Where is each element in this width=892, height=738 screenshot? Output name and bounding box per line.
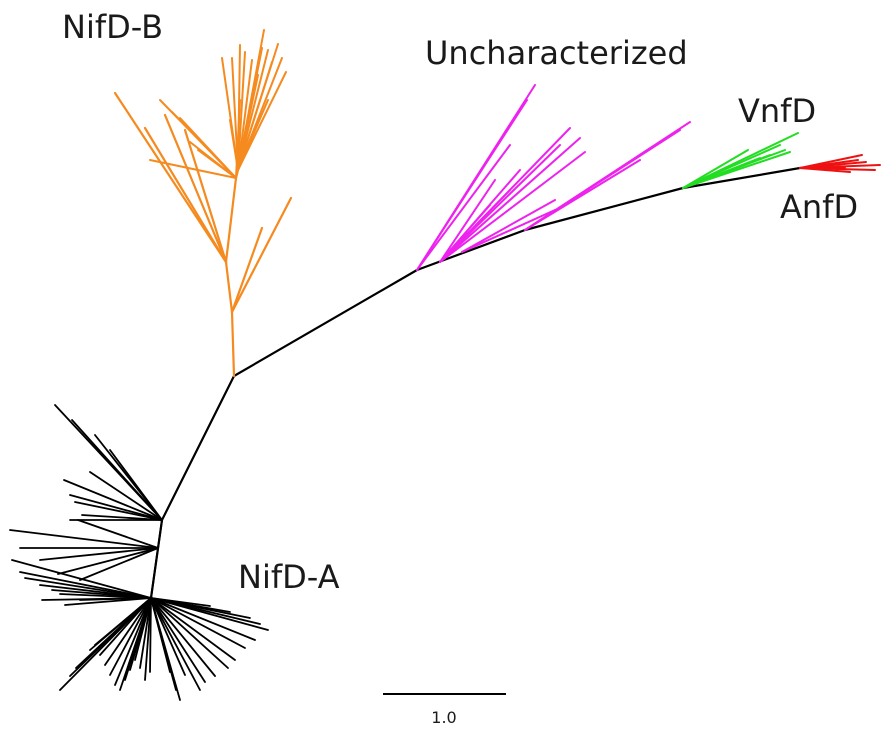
- label-nifd-a: NifD-A: [238, 558, 340, 596]
- nifd-b-branch: [230, 196, 293, 314]
- nifd-a-leaf: [150, 597, 201, 691]
- clade-anfd-branches: [799, 154, 881, 173]
- nifd-a-leaf: [150, 597, 206, 683]
- nifd-b-leaf: [237, 49, 269, 171]
- nifd-b-leaf: [237, 47, 263, 171]
- nifd-a-leaf: [150, 597, 186, 676]
- tree-backbone: [149, 166, 802, 600]
- nifd-b-branch: [113, 91, 228, 264]
- nifd-b-leaf: [237, 59, 253, 171]
- clade-uncharacterized-branches: [416, 84, 691, 271]
- vnfd-leaf: [682, 157, 761, 189]
- nifd-a-leaf: [109, 449, 163, 521]
- nifd-b-branch: [230, 226, 264, 314]
- anfd-leaf: [799, 159, 859, 169]
- nifd-a-leaf: [150, 597, 211, 607]
- nifd-b-branch: [230, 310, 236, 378]
- nifd-a-leaf: [149, 597, 152, 673]
- nifd-a-leaf: [150, 597, 246, 649]
- uncharacterized-leaf: [416, 99, 528, 271]
- label-uncharacterized: Uncharacterized: [425, 34, 688, 72]
- nifd-a-leaf: [74, 501, 163, 521]
- vnfd-leaf: [682, 149, 749, 189]
- nifd-b-leaf: [179, 117, 237, 179]
- uncharacterized-leaf: [439, 137, 581, 263]
- nifd-a-branch: [157, 519, 163, 549]
- nifd-a-leaf: [57, 547, 159, 575]
- nifd-a-leaf: [104, 597, 152, 666]
- nifd-b-leaf: [149, 159, 237, 179]
- nifd-b-branch: [224, 260, 234, 314]
- label-nifd-b: NifD-B: [62, 8, 163, 46]
- uncharacterized-leaf: [461, 199, 556, 253]
- clade-vnfd-branches: [682, 132, 799, 189]
- label-vnfd: VnfD: [738, 92, 816, 130]
- nifd-a-leaf: [79, 547, 159, 581]
- nifd-b-branch: [183, 128, 228, 264]
- nifd-a-branch: [150, 547, 159, 599]
- nifd-a-leaf: [109, 597, 152, 676]
- uncharacterized-leaf: [439, 151, 586, 263]
- nifd-b-branch: [224, 176, 238, 264]
- nifd-a-leaf: [89, 471, 163, 521]
- nifd-a-leaf: [41, 597, 152, 601]
- nifd-a-leaf: [63, 479, 163, 521]
- nifd-b-leaf: [237, 51, 246, 171]
- nifd-b-leaf: [189, 141, 237, 179]
- nifd-b-branch: [234, 168, 240, 180]
- clade-nifd-b-branches: [113, 29, 293, 378]
- nifd-a-leaf: [150, 597, 229, 669]
- uncharacterized-leaf: [416, 144, 511, 271]
- nifd-a-leaf: [150, 597, 216, 677]
- nifd-a-leaf: [9, 529, 159, 549]
- nifd-a-leaf: [11, 559, 152, 599]
- nifd-a-leaf: [150, 597, 256, 641]
- nifd-a-leaf: [139, 597, 152, 669]
- nifd-a-leaf: [59, 593, 152, 599]
- nifd-a-leaf: [77, 519, 159, 549]
- nifd-a-leaf: [69, 494, 163, 521]
- nifd-a-leaf: [39, 547, 159, 561]
- nifd-a-leaf: [99, 597, 152, 656]
- nifd-a-leaf: [64, 597, 152, 606]
- uncharacterized-leaf: [439, 179, 496, 263]
- nifd-b-leaf: [237, 99, 269, 171]
- nifd-b-leaf: [231, 57, 239, 171]
- uncharacterized-leaf: [524, 159, 641, 231]
- nifd-a-leaf: [134, 597, 152, 661]
- clade-nifd-a-branches: [9, 404, 269, 701]
- nifd-b-leaf: [237, 43, 279, 171]
- nifd-b-branch: [163, 113, 228, 264]
- uncharacterized-leaf: [439, 204, 491, 263]
- nifd-a-leaf: [114, 597, 152, 686]
- uncharacterized-leaf: [461, 209, 556, 253]
- nifd-b-leaf: [229, 119, 239, 171]
- nifd-a-leaf: [94, 597, 152, 646]
- nifd-a-leaf: [150, 597, 236, 661]
- scale-bar-label: 1.0: [431, 708, 456, 727]
- anfd-leaf: [799, 167, 851, 173]
- nifd-b-branch: [143, 126, 228, 264]
- nifd-a-leaf: [150, 597, 181, 701]
- tree-backbone-edge: [149, 166, 802, 600]
- label-anfd: AnfD: [780, 188, 858, 226]
- nifd-a-leaf: [71, 419, 163, 521]
